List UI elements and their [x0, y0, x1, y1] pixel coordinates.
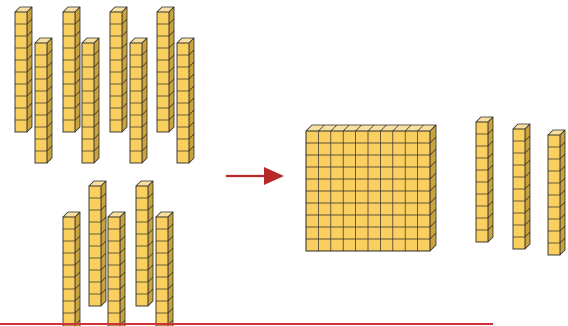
ten-rod-9 — [129, 37, 148, 164]
ten-rod-6 — [135, 180, 154, 307]
ten-rod-2 — [62, 6, 81, 133]
left-ten-rods-group — [14, 6, 195, 326]
ten-rod-4 — [156, 6, 175, 133]
ten-rod-13 — [155, 211, 174, 326]
ten-rod-10 — [176, 37, 195, 164]
ten-rod-7 — [34, 37, 53, 164]
right-ten-rod-3 — [547, 129, 566, 256]
hundred-flat — [305, 124, 437, 252]
right-ten-rod-2 — [512, 123, 531, 250]
arrow-head — [264, 167, 284, 185]
ten-rod-3 — [109, 6, 128, 133]
ten-rod-8 — [81, 37, 100, 164]
right-ten-rods-group — [475, 116, 566, 256]
ten-rod-12 — [107, 211, 126, 326]
ten-rod-1 — [14, 6, 33, 133]
ten-rod-5 — [88, 180, 107, 307]
right-ten-rod-1 — [475, 116, 494, 243]
right-arrow-icon — [226, 167, 284, 185]
ten-rod-11 — [62, 211, 81, 326]
